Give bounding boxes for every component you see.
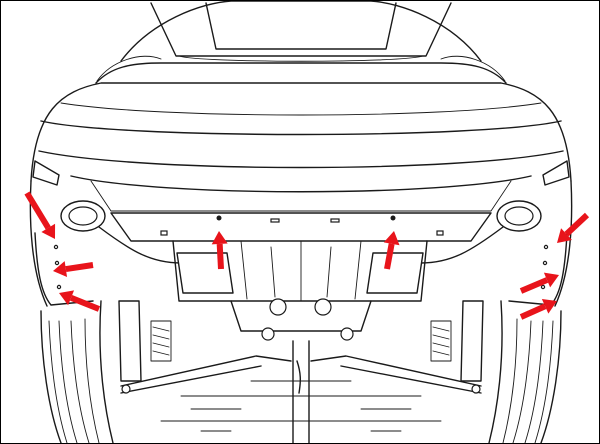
underbody-heat-shield — [110, 212, 492, 332]
arrow-rear-right-lower — [519, 298, 557, 320]
fastener-arrows — [24, 191, 590, 320]
arrow-rear-right-upper — [557, 212, 590, 243]
rear-bumper — [29, 82, 573, 307]
arrow-center-right-fastener — [383, 231, 400, 270]
arrow-center-left-fastener — [211, 231, 228, 270]
arrow-rear-right-middle — [519, 272, 559, 294]
rear-tires — [40, 300, 562, 443]
arrow-rear-left-upper — [24, 191, 56, 239]
rear-suspension — [118, 300, 484, 394]
floor-pan — [160, 340, 442, 443]
exhaust-tips — [60, 200, 542, 264]
arrow-rear-left-middle — [53, 261, 94, 277]
rear-hatch — [95, 1, 507, 84]
arrow-rear-left-lower — [59, 290, 101, 312]
